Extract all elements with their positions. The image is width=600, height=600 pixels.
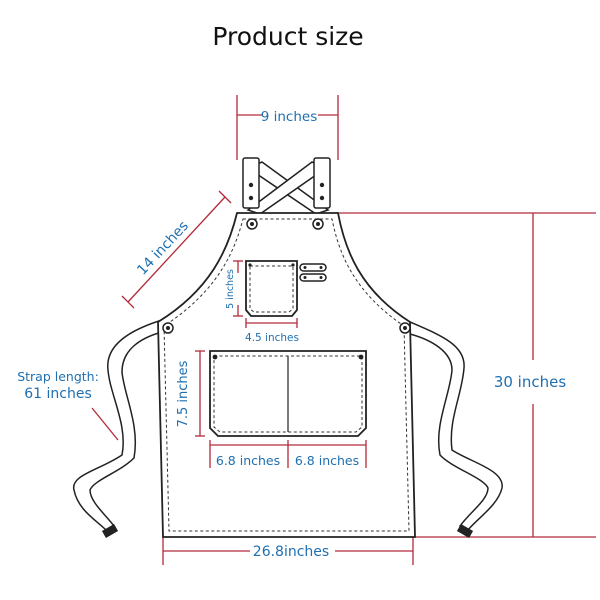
front-pocket — [209, 350, 367, 437]
chest-pocket-dimensions — [233, 260, 298, 328]
pen-loop-top-rivet-left — [303, 266, 307, 269]
right-waist-strap — [409, 320, 503, 531]
left-waist-strap — [73, 318, 163, 531]
right-side-grommet-hole — [403, 326, 407, 330]
strap-length-pointer — [91, 407, 119, 441]
shoulder-dimension-line — [127, 196, 226, 303]
shoulder-dimension-tick-high — [218, 190, 232, 204]
chest-pocket-height-label: 5 inches — [225, 269, 236, 309]
neck-width-label: 9 inches — [261, 109, 318, 125]
neck-strap-right-rivet-top — [319, 182, 325, 188]
chest-pocket-outline — [245, 260, 298, 317]
diagram-title: Product size — [212, 22, 364, 51]
pen-loop-bottom — [299, 273, 327, 282]
neck-strap-left-rivet-bottom — [248, 195, 254, 201]
pen-loop-bottom-rivet-left — [303, 276, 307, 279]
chest-pocket-stitching — [249, 265, 294, 313]
strap-length-value: 61 inches — [24, 386, 92, 402]
shoulder-strap-label: 14 inches — [134, 218, 192, 278]
chest-pocket — [245, 260, 327, 317]
front-pocket-rivet-right — [358, 354, 364, 360]
pen-loop-bottom-rivet-right — [319, 276, 323, 279]
front-pocket-left-width-label: 6.8 inches — [216, 453, 280, 468]
pen-loop-top — [299, 263, 327, 272]
chest-pocket-rivet-right — [291, 263, 295, 267]
front-pocket-rivet-left — [212, 354, 218, 360]
neck-strap-right-rivet-bottom — [319, 195, 325, 201]
neck-straps — [242, 157, 331, 215]
front-pocket-height-label: 7.5 inches — [176, 360, 191, 427]
front-pocket-right-width-label: 6.8 inches — [295, 453, 359, 468]
pen-loop-top-rivet-right — [319, 266, 323, 269]
right-strap-tip — [456, 524, 474, 538]
strap-length-title: Strap length: — [17, 369, 99, 384]
chest-pocket-width-label: 4.5 inches — [245, 332, 299, 344]
shoulder-dimension-tick-low — [121, 295, 135, 309]
top-right-grommet-hole — [316, 222, 320, 226]
dimension-lines — [91, 95, 596, 565]
chest-pocket-rivet-left — [248, 263, 252, 267]
front-pocket-stitching — [213, 355, 363, 433]
top-left-grommet-hole — [250, 222, 254, 226]
front-pocket-dimensions — [195, 350, 367, 468]
neck-strap-left-rivet-top — [248, 182, 254, 188]
waist-straps — [73, 318, 503, 538]
left-side-grommet-hole — [166, 326, 170, 330]
bottom-width-label: 26.8inches — [253, 544, 329, 560]
total-length-label: 30 inches — [494, 373, 567, 391]
left-strap-tip — [101, 524, 119, 538]
